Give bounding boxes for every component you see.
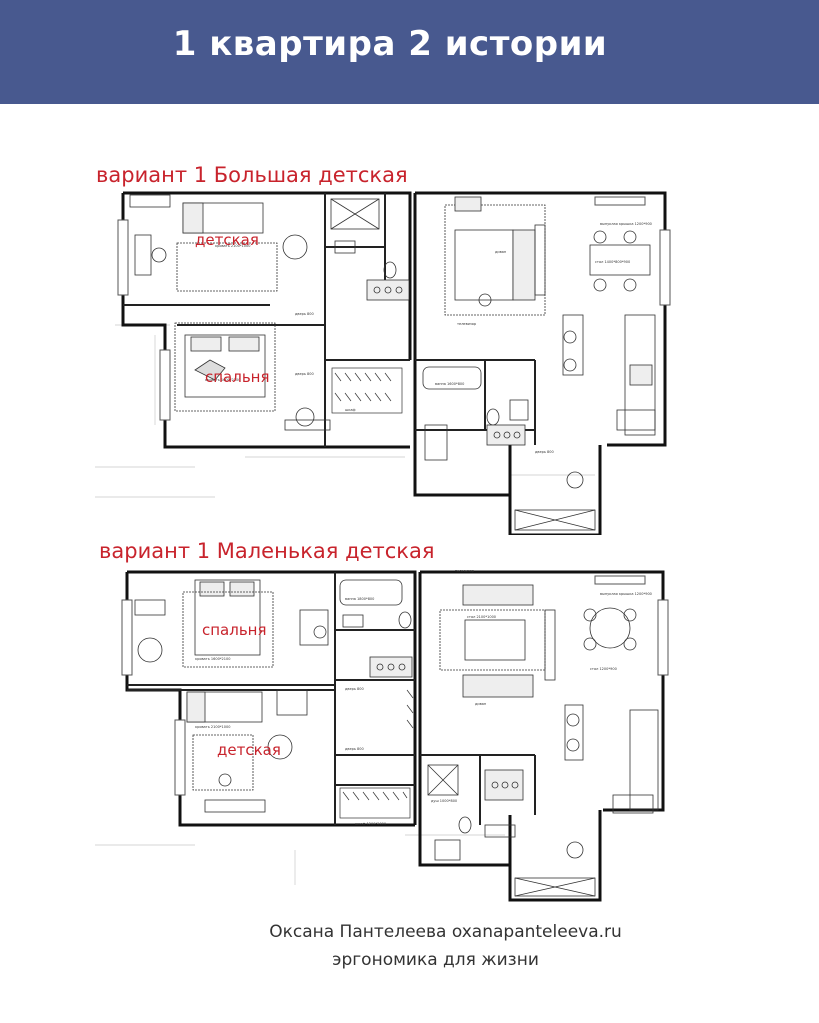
note-sofa: диван xyxy=(495,250,506,254)
header-banner: 1 квартира 2 истории xyxy=(0,0,819,104)
page-title: 1 квартира 2 истории xyxy=(172,24,608,64)
note-shower-2: душ 1000*800 xyxy=(431,799,457,803)
note-door-1: дверь 800 xyxy=(295,372,314,376)
note-door-2-v2: дверь 800 xyxy=(345,747,364,751)
note-bed-bedroom-2: кровать 1600*2100 xyxy=(195,657,230,661)
note-table-2: стол 2100*1000 xyxy=(467,615,496,619)
note-tv: выпуклая крышка 1200*900 xyxy=(600,222,652,226)
note-tv-2: выпуклая крышка 1200*900 xyxy=(600,592,652,596)
floor-plan-variant-1: кровать 2100*1000 кровать 1600*2100 дива… xyxy=(95,191,671,535)
note-table: стол 1400*800*900 xyxy=(595,260,630,264)
note-door-2: дверь 800 xyxy=(295,312,314,316)
note-bed-kids: кровать 2100*1000 xyxy=(215,244,250,248)
note-tv2: телевизор xyxy=(457,322,477,326)
note-bed-bedroom: кровать 1600*2100 xyxy=(205,378,240,382)
footer-author: Оксана Пантелеева oxanapanteleeva.ru xyxy=(269,922,622,942)
variant-2-title: вариант 1 Маленькая детская xyxy=(99,539,435,563)
room-label-kids-2: детская xyxy=(217,741,281,759)
note-dining-2: стол 1200*900 xyxy=(590,667,617,671)
note-bath: ванна 1600*800 xyxy=(435,382,464,386)
floor-plan-variant-2: кровать 1600*2100 кровать 2100*1000 стол… xyxy=(95,569,669,902)
note-door-1-v2: дверь 800 xyxy=(345,687,364,691)
note-sofa-2: диван xyxy=(475,702,486,706)
room-label-bedroom: спальня xyxy=(205,368,270,386)
note-wardrobe: шкаф xyxy=(345,408,355,412)
room-label-bedroom-2: спальня xyxy=(202,621,267,639)
note-tv2-2: телевизор xyxy=(455,569,475,573)
note-door-3: дверь 800 xyxy=(535,450,554,454)
variant-1-title: вариант 1 Большая детская xyxy=(96,163,408,187)
room-label-kids: детская xyxy=(195,231,259,249)
note-bed-kids-2: кровать 2100*1000 xyxy=(195,725,230,729)
note-bath-2: ванна 1800*800 xyxy=(345,597,374,601)
footer-tagline: эргономика для жизни xyxy=(332,950,539,970)
note-wardrobe-2: шкаф 1200*2000 xyxy=(355,822,386,826)
